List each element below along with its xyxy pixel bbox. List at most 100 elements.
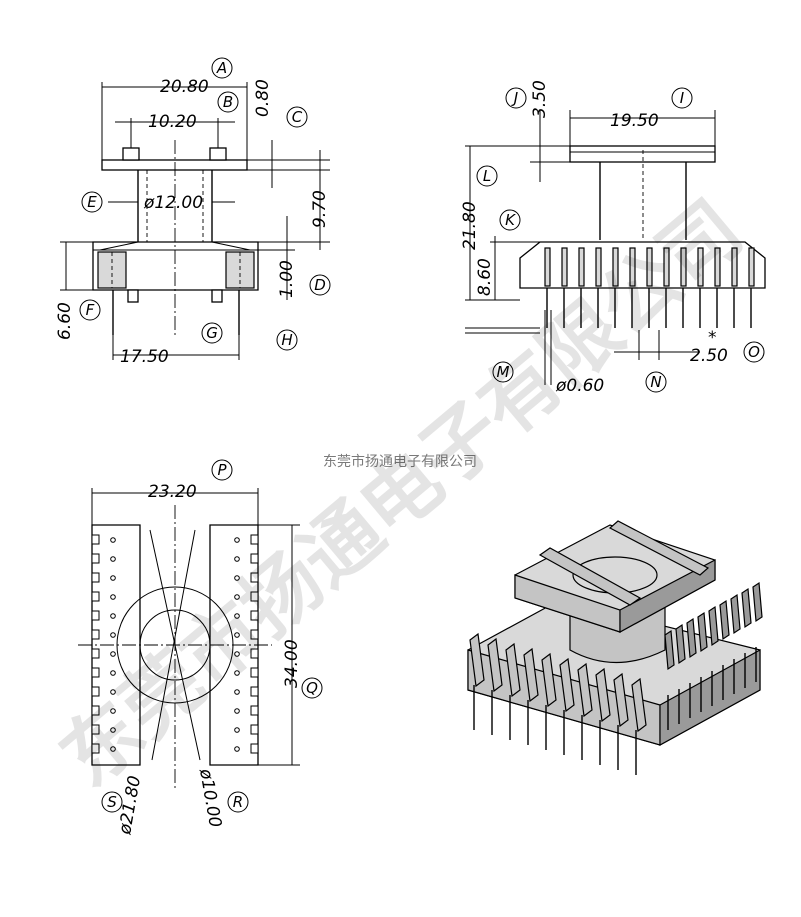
pin-hole-left <box>110 746 116 752</box>
pin-hole-right <box>234 613 240 619</box>
rail-notch-right <box>250 534 259 545</box>
side-slot <box>714 247 721 287</box>
dim-value-c: 0.80 <box>253 79 273 117</box>
pin-hole-left <box>110 594 116 600</box>
pin-hole-left <box>110 727 116 733</box>
rail-notch-right <box>250 705 259 716</box>
pin-hole-right <box>234 708 240 714</box>
rail-notch-left <box>91 667 100 678</box>
ref-letter-n: N <box>650 373 661 391</box>
iso-fin-back <box>708 605 719 647</box>
ref-circle-b <box>217 91 239 113</box>
ref-circle-o <box>743 341 765 363</box>
ref-letter-r: R <box>233 793 243 811</box>
pin-hole-left <box>110 632 116 638</box>
iso-fin-front <box>559 657 575 713</box>
rail-notch-left <box>91 724 100 735</box>
ref-letter-c: C <box>292 108 303 126</box>
dim-value-n: ø0.60 <box>555 376 604 396</box>
ref-letter-k: K <box>505 211 516 229</box>
rail-notch-left <box>91 743 100 754</box>
ref-letter-i: I <box>680 89 685 107</box>
ref-circle-c <box>286 106 308 128</box>
rail-notch-right <box>250 686 259 697</box>
rail-notch-right <box>250 629 259 640</box>
pin-hole-right <box>234 632 240 638</box>
ref-letter-m: M <box>497 363 510 381</box>
ref-circle-f <box>79 299 101 321</box>
side-slot <box>680 247 687 287</box>
iso-fin-back <box>719 599 730 641</box>
dim-value-e: ø12.00 <box>143 193 203 213</box>
isometric-pins <box>473 647 757 775</box>
ref-circle-e <box>81 191 103 213</box>
pin-hole-right <box>234 651 240 657</box>
ref-letter-b: B <box>223 93 233 111</box>
rail-notch-left <box>91 705 100 716</box>
ref-circle-k <box>499 209 521 231</box>
dim-value-g: 17.50 <box>120 347 169 367</box>
rail-notch-right <box>250 648 259 659</box>
company-name: 东莞市扬通电子有限公司 <box>323 453 477 470</box>
ref-circle-m <box>492 361 514 383</box>
rail-notch-left <box>91 591 100 602</box>
side-slot <box>646 247 653 287</box>
pin-hole-left <box>110 556 116 562</box>
iso-fin-back <box>741 587 752 629</box>
rail-notch-right <box>250 553 259 564</box>
dim-value-a: 20.80 <box>160 77 209 97</box>
side-slot <box>697 247 704 287</box>
rail-notch-right <box>250 610 259 621</box>
ref-circle-q <box>301 677 323 699</box>
front-view <box>60 82 330 360</box>
pin-hole-left <box>110 689 116 695</box>
ref-letter-o: O <box>748 343 760 361</box>
rail-notch-left <box>91 534 100 545</box>
dim-value-f: 6.60 <box>55 302 75 340</box>
rail-notch-right <box>250 572 259 583</box>
rail-notch-left <box>91 686 100 697</box>
pin-hole-right <box>234 537 240 543</box>
dim-value-j: 3.50 <box>530 80 550 118</box>
side-slot <box>629 247 636 287</box>
iso-fin-front <box>613 672 629 728</box>
pin-hole-right <box>234 670 240 676</box>
ref-circle-n <box>645 371 667 393</box>
pin-hole-right <box>234 594 240 600</box>
side-pins <box>546 288 752 328</box>
ref-circle-s <box>101 791 123 813</box>
ref-circle-j <box>505 87 527 109</box>
pin-hole-left <box>110 575 116 581</box>
rail-notch-left <box>91 553 100 564</box>
ref-circle-r <box>227 791 249 813</box>
rail-notch-left <box>91 648 100 659</box>
iso-fin-back <box>664 629 675 671</box>
pin-hole-right <box>234 556 240 562</box>
pin-hole-left <box>110 651 116 657</box>
dim-value-k: 8.60 <box>475 258 495 296</box>
rail-notch-left <box>91 610 100 621</box>
ref-letter-f: F <box>86 301 95 319</box>
ref-letter-s: S <box>107 793 117 811</box>
side-slot <box>748 247 755 287</box>
iso-fin-front <box>469 632 485 688</box>
iso-fin-front <box>595 667 611 723</box>
iso-fin-front <box>541 652 557 708</box>
ref-letter-p: P <box>217 461 227 479</box>
isometric-view <box>467 520 763 775</box>
asterisk-mark: * <box>708 328 717 348</box>
side-slot <box>578 247 585 287</box>
pin-hole-right <box>234 727 240 733</box>
rail-notch-right <box>250 743 259 754</box>
pin-hole-right <box>234 746 240 752</box>
dim-value-p: 23.20 <box>148 482 197 502</box>
side-base-slots <box>544 247 755 287</box>
dim-value-l: 21.80 <box>460 201 480 250</box>
pin-hole-left <box>110 613 116 619</box>
iso-fin-front <box>523 647 539 703</box>
rail-notch-right <box>250 724 259 735</box>
ref-circle-p <box>211 459 233 481</box>
side-slot <box>544 247 551 287</box>
pin-hole-left <box>110 670 116 676</box>
